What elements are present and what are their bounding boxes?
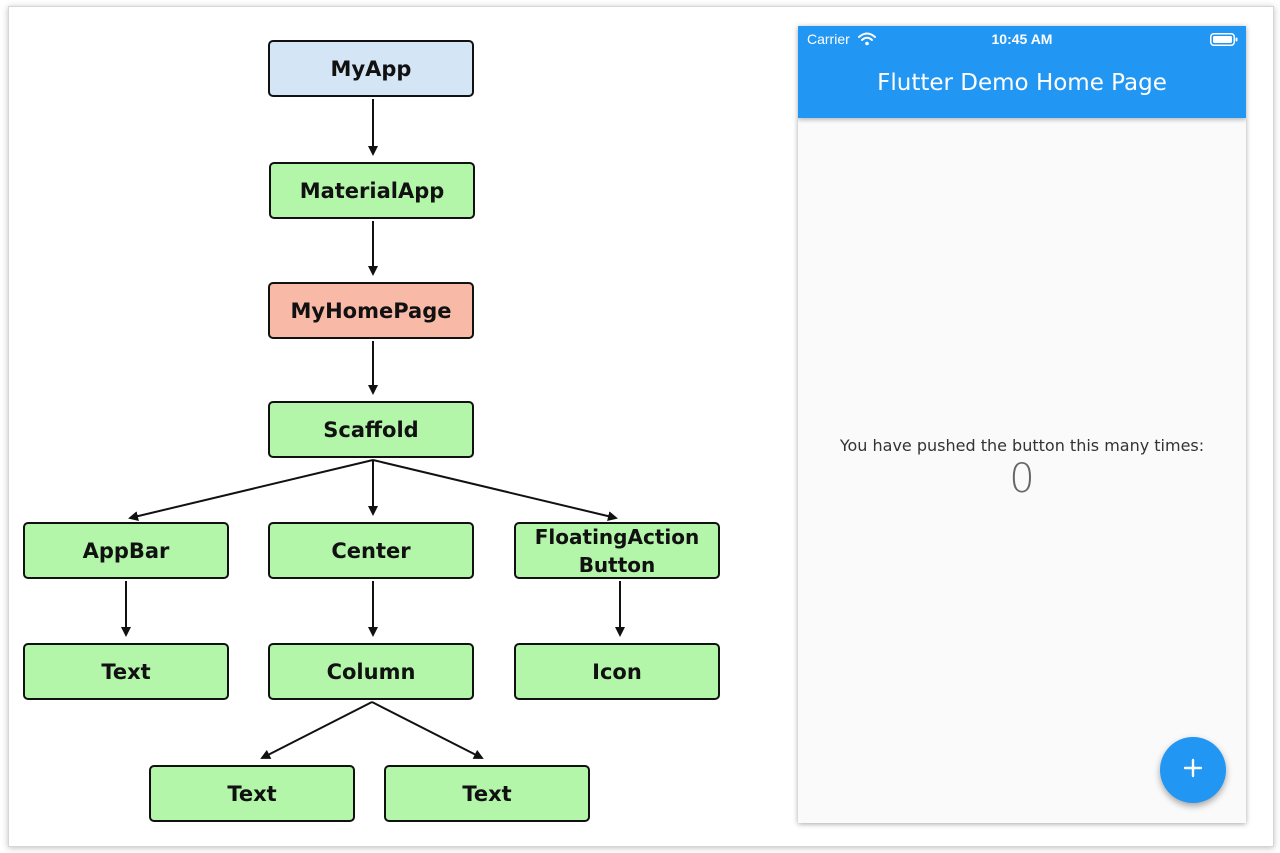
- counter-value: 0: [1009, 456, 1035, 502]
- status-time: 10:45 AM: [991, 31, 1053, 47]
- battery-icon: [1210, 33, 1238, 51]
- edge-scaffold-fab: [372, 459, 618, 522]
- edge-column-text-2: [371, 701, 484, 759]
- plus-icon: [1183, 758, 1203, 783]
- floating-action-button[interactable]: [1160, 737, 1226, 803]
- node-myapp: MyApp: [268, 40, 474, 97]
- edge-scaffold-appbar: [128, 459, 374, 522]
- app-bar-title: Flutter Demo Home Page: [877, 70, 1167, 96]
- widget-tree-diagram: MyApp MaterialApp MyHomePage Scaffold Ap…: [23, 40, 720, 822]
- node-floating-action-button: FloatingAction Button: [514, 522, 720, 579]
- phone-screen: Carrier 10:45 AM Flutter Demo Home Page …: [798, 26, 1246, 823]
- counter-label: You have pushed the button this many tim…: [839, 436, 1205, 455]
- edge-column-text-1: [260, 701, 373, 759]
- wifi-icon: [858, 32, 876, 51]
- node-scaffold: Scaffold: [268, 401, 474, 458]
- node-appbar-text: Text: [23, 643, 229, 700]
- tree-edges: [121, 99, 625, 759]
- node-column-text-2: Text: [384, 765, 590, 822]
- node-myhomepage: MyHomePage: [268, 282, 474, 339]
- carrier-label: Carrier: [807, 31, 850, 47]
- node-icon: Icon: [514, 643, 720, 700]
- node-appbar: AppBar: [23, 522, 229, 579]
- node-materialapp: MaterialApp: [269, 162, 475, 219]
- node-column-text-1: Text: [149, 765, 355, 822]
- app-bar: Carrier 10:45 AM Flutter Demo Home Page: [798, 26, 1246, 118]
- status-bar: Carrier 10:45 AM: [798, 26, 1246, 52]
- node-column: Column: [268, 643, 474, 700]
- node-center: Center: [268, 522, 474, 579]
